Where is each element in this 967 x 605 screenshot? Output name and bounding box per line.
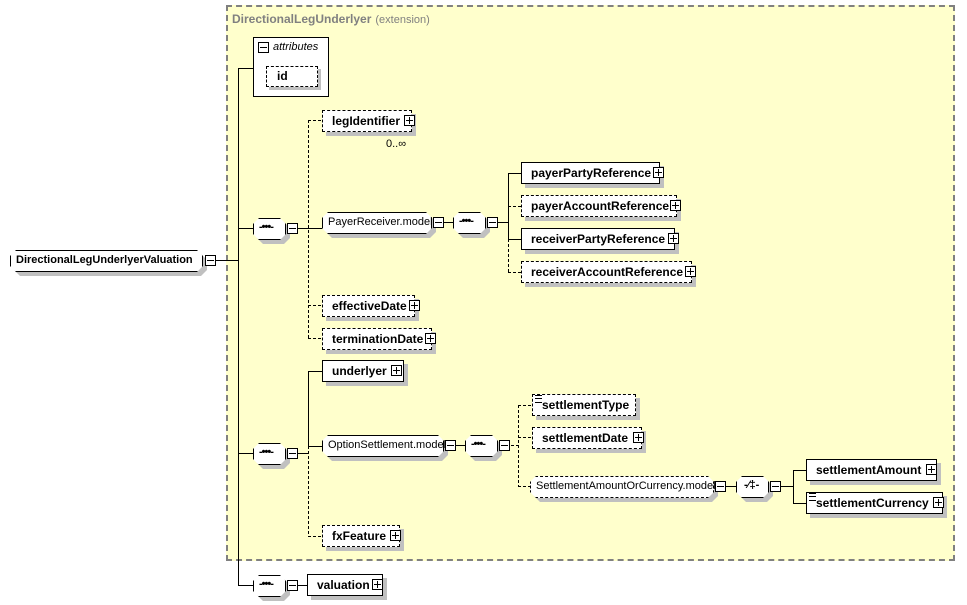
- expand-icon[interactable]: [372, 579, 383, 590]
- group-label: PayerReceiver.model: [328, 216, 433, 228]
- attributes-label: attributes: [273, 41, 319, 53]
- element-label: terminationDate: [332, 332, 424, 346]
- extension-title: DirectionalLegUnderlyer(extension): [232, 12, 430, 26]
- element-legIdentifier[interactable]: legIdentifier: [322, 110, 412, 132]
- element-label: effectiveDate: [332, 299, 407, 313]
- collapse-icon[interactable]: [487, 217, 498, 228]
- element-label: settlementDate: [542, 431, 629, 445]
- attribute-id-label: id: [277, 69, 288, 83]
- collapse-icon[interactable]: [445, 440, 456, 451]
- choice-icon: -⁄‡-: [744, 479, 760, 491]
- element-valuation[interactable]: valuation: [307, 574, 383, 596]
- sequence-icon: -•••-: [259, 446, 274, 458]
- element-label: fxFeature: [332, 529, 387, 543]
- element-receiverAccountReference[interactable]: receiverAccountReference: [521, 261, 692, 283]
- element-terminationDate[interactable]: terminationDate: [322, 328, 432, 350]
- element-settlementAmount[interactable]: settlementAmount: [806, 459, 937, 481]
- expand-icon[interactable]: [685, 266, 696, 277]
- element-label: payerPartyReference: [531, 166, 652, 180]
- collapse-icon[interactable]: [287, 448, 298, 459]
- collapse-icon[interactable]: [770, 481, 781, 492]
- collapse-icon[interactable]: [258, 42, 269, 53]
- element-payerAccountReference[interactable]: payerAccountReference: [521, 195, 677, 217]
- element-label: settlementType: [542, 398, 630, 412]
- element-payerPartyReference[interactable]: payerPartyReference: [521, 162, 660, 184]
- expand-icon[interactable]: [653, 167, 664, 178]
- sequence-icon: -•••-: [459, 215, 474, 227]
- element-label: settlementAmount: [816, 463, 922, 477]
- element-underlyer[interactable]: underlyer: [322, 360, 404, 382]
- expand-icon[interactable]: [926, 464, 937, 475]
- extension-kind: (extension): [375, 14, 430, 26]
- element-label: payerAccountReference: [531, 199, 670, 213]
- sequence-icon: -•••-: [471, 438, 486, 450]
- element-effectiveDate[interactable]: effectiveDate: [322, 295, 415, 317]
- expand-icon[interactable]: [668, 233, 679, 244]
- simple-type-icon: [535, 395, 542, 403]
- group-label: SettlementAmountOrCurrency.model: [536, 480, 716, 492]
- root-element-label: DirectionalLegUnderlyerValuation: [16, 254, 193, 266]
- element-label: settlementCurrency: [816, 496, 929, 510]
- element-label: legIdentifier: [332, 114, 401, 128]
- collapse-icon[interactable]: [433, 217, 444, 228]
- element-settlementCurrency[interactable]: settlementCurrency: [806, 492, 943, 514]
- element-fxFeature[interactable]: fxFeature: [322, 525, 400, 547]
- sequence-icon: -•••-: [259, 578, 274, 590]
- expand-icon[interactable]: [425, 333, 436, 344]
- collapse-icon[interactable]: [287, 580, 298, 591]
- expand-icon[interactable]: [933, 497, 944, 508]
- collapse-icon[interactable]: [715, 481, 726, 492]
- occurrence-label: 0..∞: [386, 138, 407, 150]
- extension-base-type: DirectionalLegUnderlyer: [232, 12, 372, 26]
- collapse-icon[interactable]: [287, 223, 298, 234]
- element-receiverPartyReference[interactable]: receiverPartyReference: [521, 228, 675, 250]
- element-settlementDate[interactable]: settlementDate: [532, 427, 642, 449]
- simple-type-icon: [809, 493, 816, 501]
- sequence-icon: -•••-: [259, 221, 274, 233]
- expand-icon[interactable]: [390, 530, 401, 541]
- collapse-icon[interactable]: [205, 255, 216, 266]
- expand-icon[interactable]: [404, 115, 415, 126]
- element-settlementType[interactable]: settlementType: [532, 394, 636, 416]
- expand-icon[interactable]: [633, 432, 644, 443]
- expand-icon[interactable]: [409, 300, 420, 311]
- group-label: OptionSettlement.model: [328, 439, 447, 451]
- element-label: receiverPartyReference: [531, 232, 666, 246]
- element-label: receiverAccountReference: [531, 265, 684, 279]
- expand-icon[interactable]: [670, 200, 681, 211]
- collapse-icon[interactable]: [499, 440, 510, 451]
- element-label: underlyer: [332, 364, 387, 378]
- expand-icon[interactable]: [391, 365, 402, 376]
- element-label: valuation: [317, 578, 370, 592]
- attribute-id[interactable]: id: [266, 66, 318, 87]
